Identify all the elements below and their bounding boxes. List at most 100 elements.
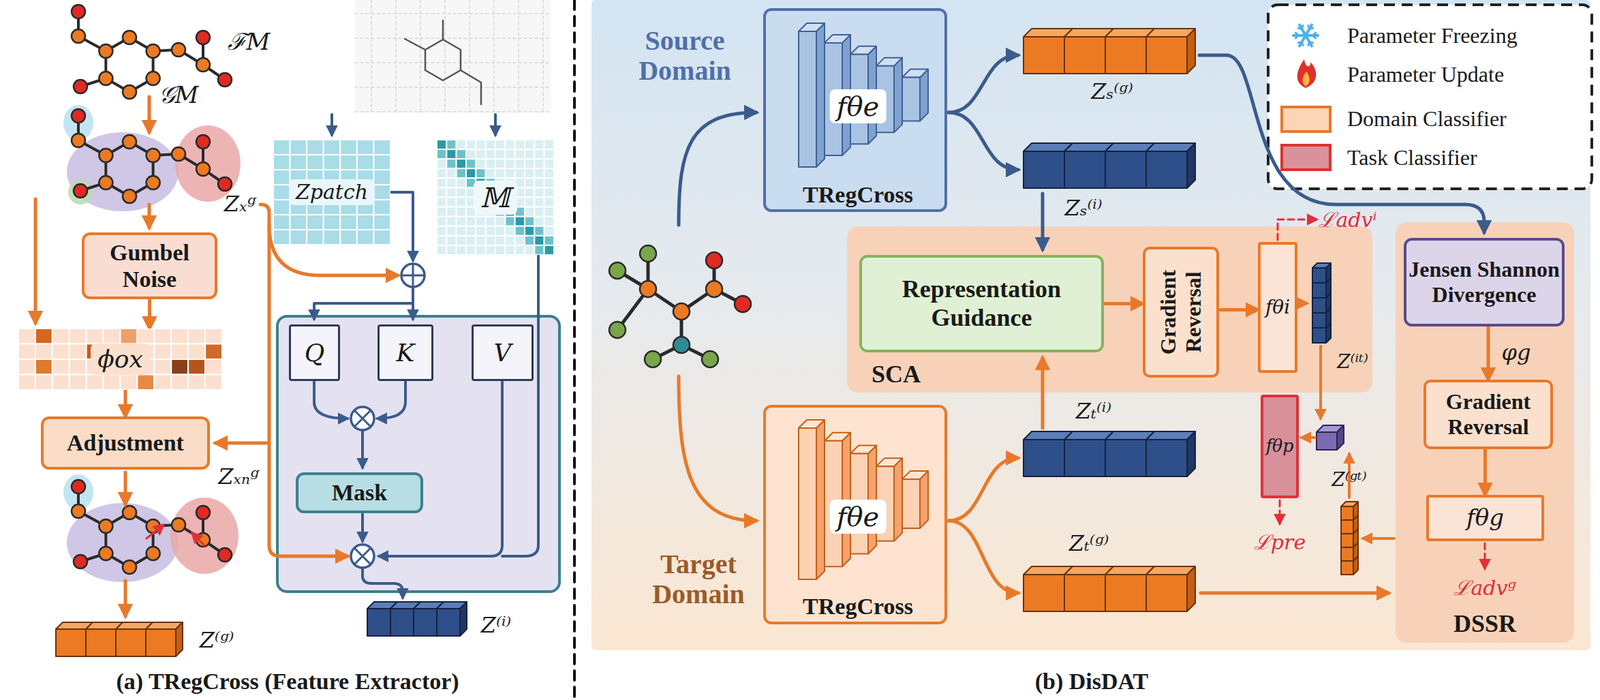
flow-arrow [1219,308,1258,312]
grid-cell [86,359,104,375]
grid-cell [524,197,535,208]
node-label: Q [304,338,326,367]
grid-cell [524,235,535,246]
image-grid [355,12,551,15]
grid-cell [446,139,456,150]
grid-cell [456,177,467,188]
flame-icon [919,440,927,456]
grid-cell [504,139,515,150]
panel-divider [573,0,576,700]
grid-cell [436,168,447,178]
grid-cell [475,149,486,159]
grid-cell [340,169,358,185]
arrow-line [1041,357,1045,428]
grid-cell [495,235,505,246]
grid-cell [340,184,358,200]
feature-cube [1146,574,1188,612]
grid-cell [373,139,391,155]
image-grid [395,0,397,113]
atom [98,175,113,190]
grid-cell [154,359,172,375]
grid-cell [446,168,456,178]
grid-cell [456,245,467,255]
grid-cell [524,168,535,178]
grid-cell [290,184,308,200]
grid-cell [171,328,189,345]
grid-cell [456,158,467,169]
grid-cell [357,184,375,200]
grid-cell [524,177,535,188]
grid-cell [306,199,324,215]
grid-cell [495,168,505,178]
atom [644,350,661,368]
grid-cell [188,374,206,391]
grid-cell [205,328,223,345]
node-art [18,328,223,390]
grid-cell [446,245,456,255]
grid-cell [515,139,525,150]
grid-cell [136,328,155,345]
flow-arrow [147,299,152,329]
grid-cell [188,359,206,375]
snowflake-icon [1298,41,1303,45]
encoder-layer [798,23,825,32]
grid-cell [456,197,467,208]
grid-cell [475,235,486,246]
feature-cube [436,608,460,636]
grid-cell [544,197,555,208]
node-label: Gradient Reversal [1155,253,1207,371]
encoder-layer [798,427,817,580]
node-label: K [396,338,415,367]
grid-cell [446,226,456,236]
grid-cell [323,214,341,230]
grid-cell [323,184,341,200]
grid-cell [436,226,447,236]
image-symbol: ℱM [227,29,271,55]
flow-arrow [1103,301,1143,306]
legend-swatch [1280,143,1332,172]
grid-cell [534,149,544,159]
multiply-symbol [354,410,371,427]
grid-cell [373,169,391,185]
atom [146,71,161,86]
feature-cube [1312,312,1327,328]
grid-cell [544,187,555,197]
grid-cell [475,139,486,150]
atom [98,148,113,163]
grid-cell [485,245,496,255]
grid-cell [504,245,515,255]
arrow-line [260,204,348,557]
atom [122,30,137,45]
grid-cell [357,199,375,215]
grid-cell [485,149,496,159]
atom [171,42,186,57]
grid-cell [35,328,53,345]
flow-arrow [1483,449,1487,495]
grid-cell [436,216,447,227]
grid-cell [534,158,544,169]
grid-cell [340,139,358,155]
grid-cell [524,158,535,169]
grid-cell [446,158,456,169]
grid-cell [340,154,358,170]
grid-cell [436,235,447,246]
dssr-region: DSSRJensen Shannon DivergenceGradient Re… [1395,222,1575,643]
grid-cell [436,245,447,255]
grid-cell [544,245,555,255]
grid-cell [515,235,525,246]
grid-cell [515,197,525,208]
arrow-line [361,429,364,468]
domain-classifier: fθi [1257,241,1298,373]
feature-cube [1312,267,1327,283]
grid-cell [544,216,555,227]
grid-cell [446,149,456,159]
atom [196,134,210,149]
atom [196,162,210,176]
guidance-box: Representation Guidance [859,254,1104,353]
grid-cell [306,154,324,170]
grid-cell [534,245,544,255]
divergence-box: Jensen Shannon Divergence [1403,237,1565,327]
grid-cell [340,199,358,215]
